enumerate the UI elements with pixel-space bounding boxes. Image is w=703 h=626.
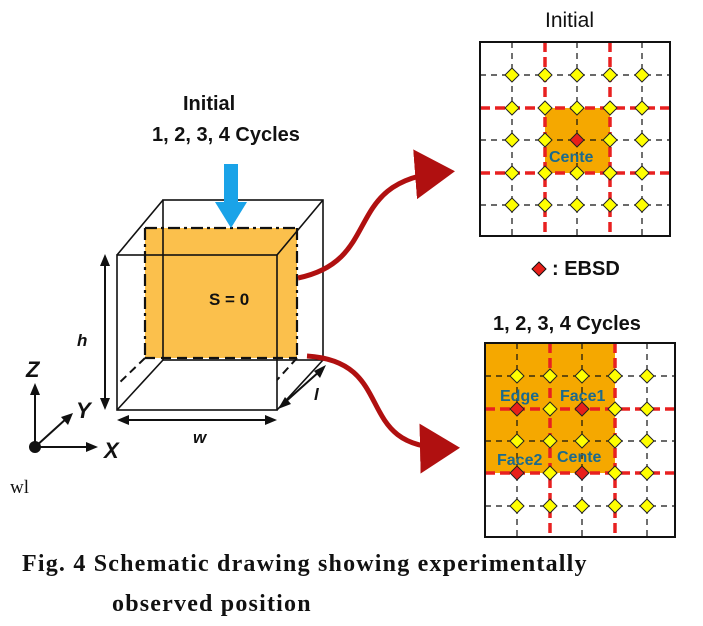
grid-marker [504,165,520,181]
label-h: h [77,331,87,350]
grid-marker [634,67,650,83]
arrow-to-initial-grid [297,149,455,281]
grid-marker [607,498,623,514]
initial-grid [479,41,671,237]
grid-marker [569,165,585,181]
grid-marker [574,433,590,449]
grid-marker [504,132,520,148]
figure-caption-line1: Fig. 4 Schematic drawing showing experim… [22,551,588,577]
grid-marker [607,368,623,384]
grid-marker [569,197,585,213]
grid-marker [509,368,525,384]
ebsd-legend-label: : EBSD [552,258,620,280]
dimension-w [117,415,277,425]
grid-marker [569,67,585,83]
cube-front-face [116,254,278,411]
label-s0: S = 0 [209,290,249,309]
grid-marker [542,401,558,417]
region-edge-label: Edge [500,388,539,405]
grid-marker [504,197,520,213]
grid-marker [574,368,590,384]
grid-marker [542,465,558,481]
grid-marker [639,368,655,384]
dimension-l [278,365,326,409]
label-initial: Initial [183,93,236,115]
ebsd-marker [574,465,590,481]
region-face2-label: Face2 [497,452,542,469]
bottom-grid-title: 1, 2, 3, 4 Cycles [493,313,641,335]
grid-marker [634,132,650,148]
grid-marker [634,100,650,116]
grid-marker [634,165,650,181]
section-plane [145,228,297,358]
grid-marker [537,67,553,83]
grid-marker [509,498,525,514]
grid-marker [542,498,558,514]
grid-marker [602,132,618,148]
grid-marker [569,100,585,116]
grid-marker [639,401,655,417]
ebsd-marker [509,401,525,417]
axis-x-label: X [102,438,120,463]
grid-marker [537,100,553,116]
figure-caption-line2: observed position [112,591,312,617]
grid-marker [639,465,655,481]
grid-marker [602,197,618,213]
grid-marker [542,368,558,384]
grid-marker [639,498,655,514]
top-grid-region-label: Cente [549,149,594,166]
grid-marker [574,498,590,514]
label-l: l [314,385,320,404]
grid-marker [634,197,650,213]
grid-marker [607,465,623,481]
ebsd-marker [509,465,525,481]
grid-marker [607,401,623,417]
grid-marker [537,165,553,181]
grid-marker [602,100,618,116]
grid-marker [607,433,623,449]
region-center-label: Cente [557,449,602,466]
cycles-grid [484,342,676,538]
label-w: w [193,428,208,447]
grid-marker [504,67,520,83]
arrow-to-cycles-grid [306,353,460,474]
top-grid-title: Initial [545,9,595,32]
grid-marker [639,433,655,449]
cube-back-face [162,199,324,361]
ebsd-legend-marker [531,261,547,277]
dimension-h [100,254,110,410]
grid-marker [509,433,525,449]
grid-marker [504,100,520,116]
grid-marker [602,67,618,83]
region-face1-label: Face1 [560,388,605,405]
coordinate-axes [29,383,98,453]
axis-z-label: Z [25,357,41,382]
ebsd-marker [574,401,590,417]
label-cycles: 1, 2, 3, 4 Cycles [152,124,300,146]
load-direction-arrow [215,164,247,228]
axes-origin-label: wl [10,477,29,498]
axis-y-label: Y [76,398,93,423]
grid-marker [537,132,553,148]
grid-marker [602,165,618,181]
ebsd-marker [569,132,585,148]
specimen-cube [116,199,324,411]
grid-marker [537,197,553,213]
grid-marker [542,433,558,449]
